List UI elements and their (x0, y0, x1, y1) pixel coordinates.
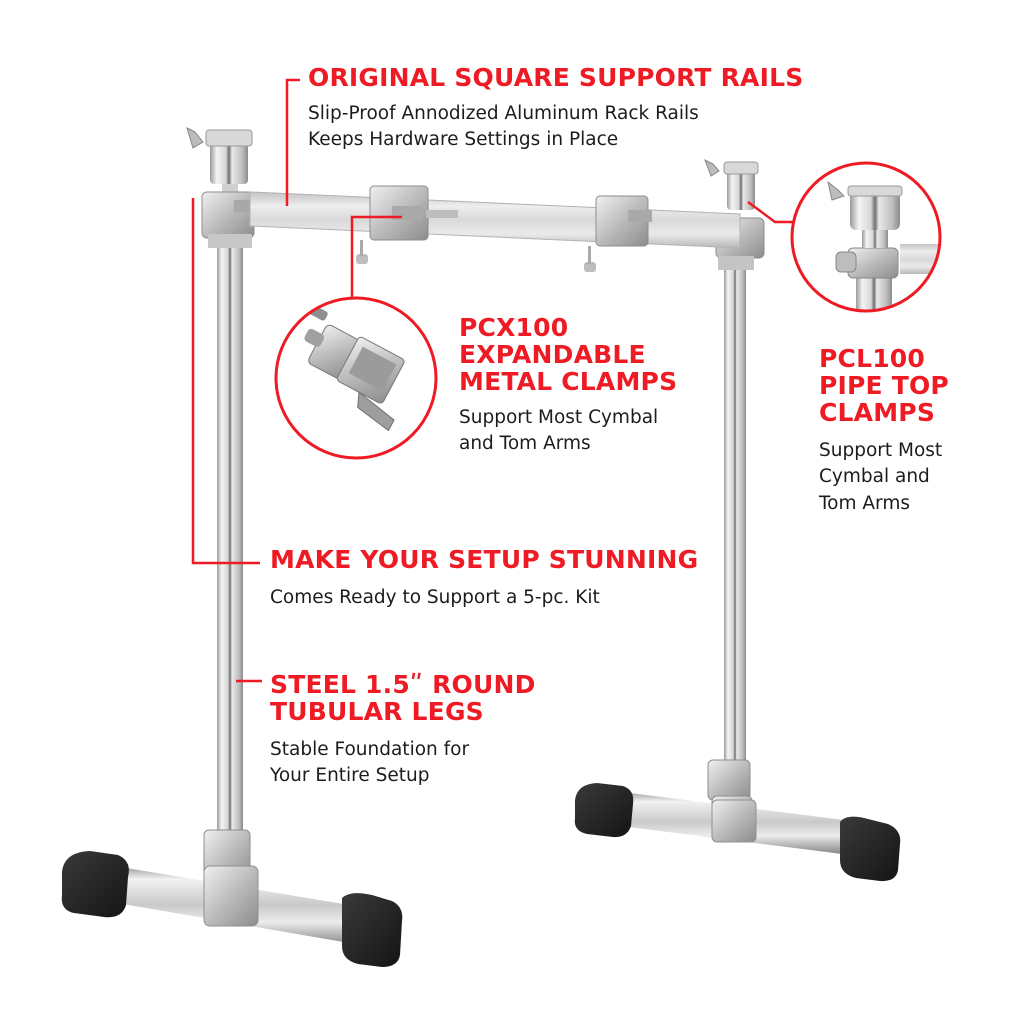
callout-description: Stable Foundation for Your Entire Setup (270, 737, 536, 790)
callout-title: PCL100 PIPE TOP CLAMPS (819, 345, 949, 426)
square-rail (249, 185, 741, 272)
callout-pcx100-clamps: PCX100 EXPANDABLE METAL CLAMPS Support M… (459, 314, 677, 456)
right-base (574, 783, 901, 882)
callout-title: STEEL 1.5ʺ ROUND TUBULAR LEGS (270, 671, 536, 725)
title-line: PCX100 (459, 313, 569, 342)
pcl100-inset (790, 161, 942, 313)
title-line: CLAMPS (819, 398, 936, 427)
callout-description: Comes Ready to Support a 5-pc. Kit (270, 585, 698, 611)
desc-line: Keeps Hardware Settings in Place (308, 128, 619, 150)
left-leg (186, 127, 260, 924)
title-line: METAL CLAMPS (459, 367, 678, 396)
title-line: PCL100 (819, 344, 925, 373)
desc-line: Cymbal and (819, 466, 930, 488)
callout-square-support-rails: ORIGINAL SQUARE SUPPORT RAILS Slip-Proof… (308, 64, 803, 152)
callout-description: Support Most Cymbal and Tom Arms (459, 405, 677, 456)
desc-line: and Tom Arms (459, 432, 591, 454)
title-line: EXPANDABLE (459, 340, 646, 369)
left-base (61, 851, 403, 967)
callout-tubular-legs: STEEL 1.5ʺ ROUND TUBULAR LEGS Stable Fou… (270, 671, 536, 790)
callout-title: ORIGINAL SQUARE SUPPORT RAILS (308, 63, 804, 92)
callout-make-setup-stunning: MAKE YOUR SETUP STUNNING Comes Ready to … (270, 546, 698, 611)
right-leg (704, 158, 765, 837)
pcx100-inset (274, 296, 438, 460)
callout-description: Support Most Cymbal and Tom Arms (819, 438, 949, 517)
callout-title: MAKE YOUR SETUP STUNNING (270, 545, 699, 574)
desc-line: Support Most (819, 440, 943, 461)
desc-line: Slip-Proof Annodized Aluminum Rack Rails (308, 103, 699, 124)
title-line: STEEL 1.5ʺ ROUND (270, 670, 536, 699)
desc-line: Comes Ready to Support a 5-pc. Kit (270, 587, 600, 608)
callout-leader-lines (191, 78, 795, 683)
callout-pcl100-pipe-top-clamps: PCL100 PIPE TOP CLAMPS Support Most Cymb… (819, 345, 949, 517)
title-line: PIPE TOP (819, 371, 949, 400)
desc-line: Support Most Cymbal (459, 407, 659, 428)
title-line: TUBULAR LEGS (270, 697, 484, 726)
desc-line: Stable Foundation for (270, 739, 470, 760)
desc-line: Tom Arms (819, 492, 910, 514)
callout-description: Slip-Proof Annodized Aluminum Rack Rails… (308, 101, 803, 152)
callout-title: PCX100 EXPANDABLE METAL CLAMPS (459, 314, 677, 395)
desc-line: Your Entire Setup (270, 765, 430, 787)
